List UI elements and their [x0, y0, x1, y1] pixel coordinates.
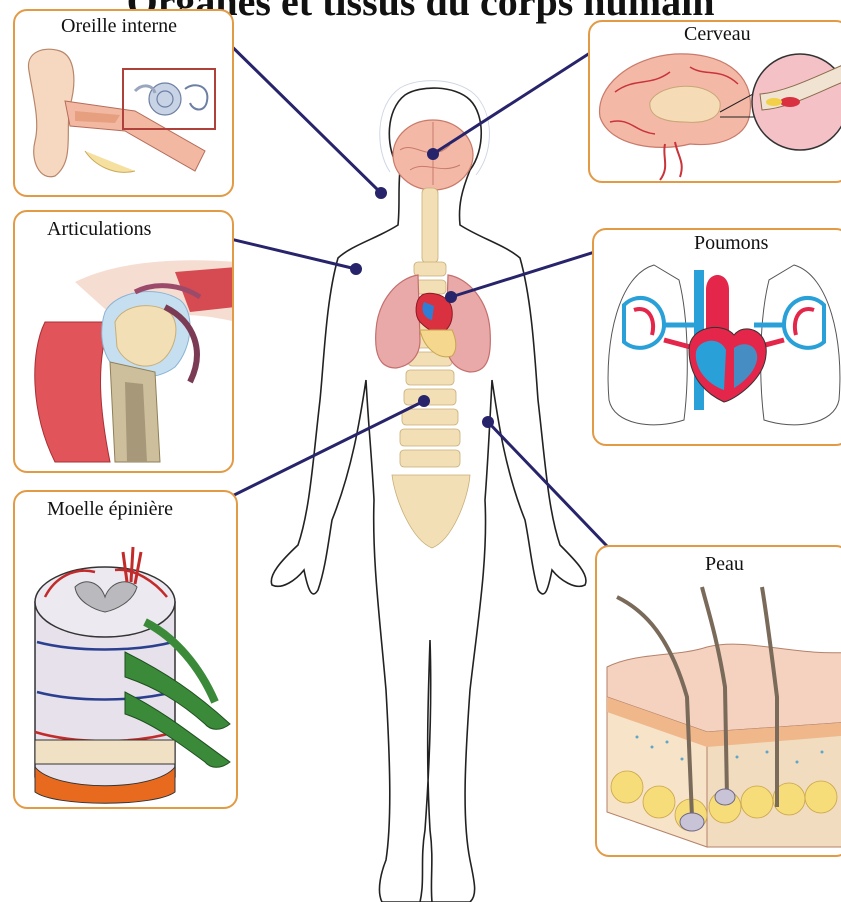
label-cerveau: Cerveau — [684, 23, 751, 46]
label-poumons: Poumons — [694, 232, 768, 255]
dot-peau-body — [482, 416, 494, 428]
shoulder-joint-illustration — [15, 212, 234, 473]
label-peau: Peau — [705, 553, 744, 576]
label-articulations: Articulations — [47, 218, 151, 241]
label-oreille-interne: Oreille interne — [61, 15, 177, 38]
panel-oreille-interne: Oreille interne — [13, 9, 234, 197]
dot-cerveau-body — [427, 148, 439, 160]
lungs-heart-illustration — [594, 230, 841, 446]
brain-illustration — [590, 22, 841, 183]
panel-articulations: Articulations — [13, 210, 234, 473]
panel-poumons: Poumons — [592, 228, 841, 446]
skin-layers-illustration — [597, 547, 841, 857]
spinal-cord-illustration — [15, 492, 238, 809]
panel-cerveau: Cerveau — [588, 20, 841, 183]
connector-oreille — [213, 28, 381, 193]
dot-moelle-body — [418, 395, 430, 407]
label-moelle-epiniere: Moelle épinière — [47, 498, 173, 521]
inner-ear-illustration — [15, 11, 234, 197]
panel-moelle-epiniere: Moelle épinière — [13, 490, 238, 809]
dot-poumons-body — [445, 291, 457, 303]
dot-oreille-body — [375, 187, 387, 199]
panel-peau: Peau — [595, 545, 841, 857]
connector-moelle — [206, 401, 424, 509]
dot-articulations-body — [350, 263, 362, 275]
